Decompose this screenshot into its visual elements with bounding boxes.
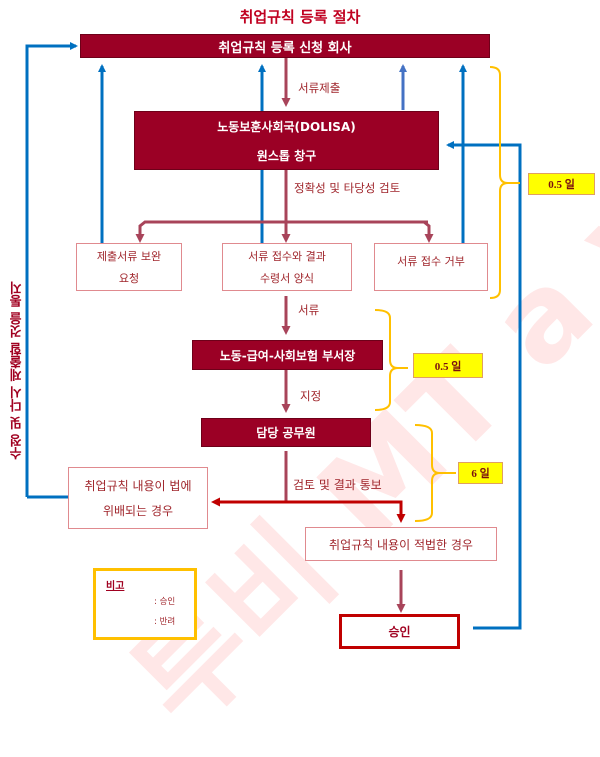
node-lawful: 취업규칙 내용이 적법한 경우 [305,527,497,561]
node-approved-label: 승인 [388,625,411,639]
node-dept-head: 노동-급여-사회보험 부서장 [192,340,383,370]
node-company-label: 취업규칙 등록 신청 회사 [218,40,352,56]
connector-layer [25,42,522,630]
flow-arrow-branch-right [286,220,434,243]
node-receipt-line1: 서류 접수와 결과 [248,250,326,263]
bracket-dept [374,309,408,411]
bracket-officer [414,424,456,522]
flow-arrow-branch-left [135,220,428,243]
node-officer-label: 담당 공무원 [256,426,316,440]
edge-label-assign: 지정 [300,389,322,403]
node-receipt-line2: 수령서 양식 [259,272,315,285]
legend-box: 비고 : 승인 : 반려 [93,568,197,640]
return-arrow-resubmit [25,42,78,497]
node-dolisa-line2: 원스톱 창구 [256,148,317,163]
edge-label-documents: 서류 [298,303,320,317]
bracket-dolisa [489,66,520,299]
edge-label-submit: 서류제출 [298,81,341,95]
duration-badge-dolisa: 0.5 일 [528,173,595,195]
node-violation-line2: 위배되는 경우 [102,504,174,518]
node-approved: 승인 [339,614,460,649]
node-dept-head-label: 노동-급여-사회보험 부서장 [219,348,356,363]
node-dolisa-line1: 노동보훈사회국(DOLISA) [217,119,356,134]
return-arrow-approved [446,141,522,630]
node-violation-line1: 취업규칙 내용이 법에 [84,479,192,493]
node-supplement-line2: 요청 [118,272,140,285]
node-dolisa: 노동보훈사회국(DOLISA) 원스톱 창구 [134,111,439,170]
edge-label-review: 정확성 및 타당성 검토 [294,181,401,195]
node-violation: 취업규칙 내용이 법에 위배되는 경우 [68,467,208,529]
node-officer: 담당 공무원 [201,418,371,447]
duration-badge-officer: 6 일 [458,462,503,484]
duration-badge-dept: 0.5 일 [413,353,483,378]
node-reject: 서류 접수 거부 [374,243,488,291]
node-supplement-request: 제출서류 보완 요청 [76,243,182,291]
node-lawful-label: 취업규칙 내용이 적법한 경우 [329,537,473,552]
legend-label-reject: : 반려 [154,617,176,627]
page-title: 취업규칙 등록 절차 [239,8,361,26]
legend-label-approve: : 승인 [154,597,176,607]
legend-title: 비고 [106,581,125,592]
node-reject-label: 서류 접수 거부 [397,255,465,268]
node-receipt-form: 서류 접수와 결과 수령서 양식 [222,243,352,291]
node-company: 취업규칙 등록 신청 회사 [80,34,490,58]
approve-arrow-lawful [286,500,406,523]
side-label-resubmit: 수정 및 다시 제출할 것을 통지 [10,281,25,460]
node-supplement-line1: 제출서류 보완 [96,250,162,263]
edge-label-review-notify: 검토 및 결과 통보 [293,478,382,492]
